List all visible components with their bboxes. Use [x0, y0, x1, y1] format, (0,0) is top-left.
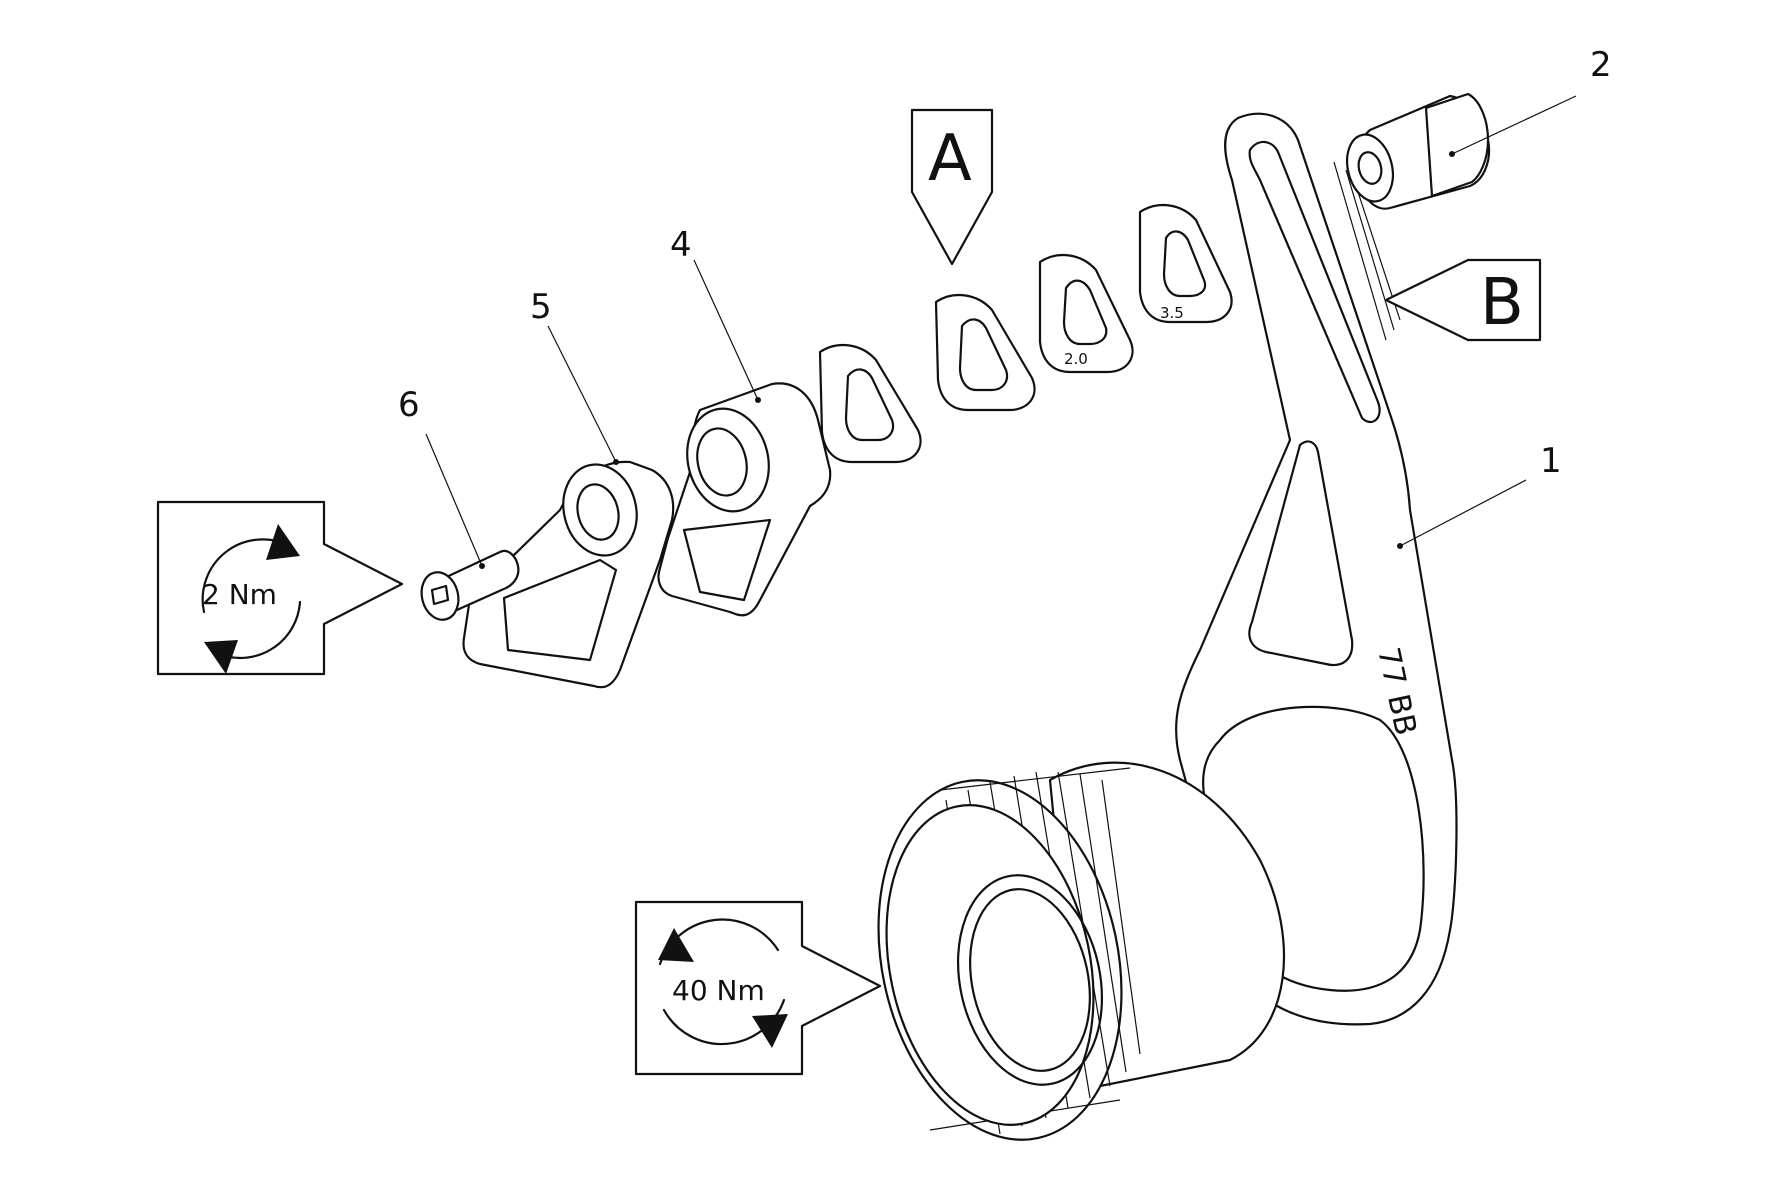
- part-shim-4: 3.5: [1138, 204, 1233, 324]
- part-label-4: 4: [670, 225, 692, 265]
- part-shim-2: [934, 294, 1036, 412]
- part-bushing: [1346, 92, 1491, 210]
- leader-dot-6: [479, 563, 485, 569]
- part-knob-nut: [877, 761, 1286, 1141]
- leader-dot-4: [755, 397, 761, 403]
- torque-arrow-icon: [204, 640, 238, 674]
- part-clamp-block: [657, 382, 832, 617]
- leader-lines: [425, 95, 1577, 569]
- part-label-5: 5: [530, 287, 552, 327]
- shim-thickness-label-2-0: 2.0: [1064, 350, 1088, 368]
- part-shim-3: 2.0: [1038, 254, 1134, 374]
- view-marker-a-label: A: [928, 122, 972, 196]
- leader-dot-1: [1397, 543, 1403, 549]
- torque-callout-small: 2 Nm: [156, 500, 404, 676]
- view-marker-b: B: [1384, 258, 1542, 342]
- view-marker-b-label: B: [1480, 266, 1524, 340]
- part-hanger-plate: [1174, 112, 1458, 1026]
- torque-callout-large: 40 Nm: [634, 900, 882, 1076]
- torque-value-small: 2 Nm: [202, 578, 277, 611]
- part-lever: [462, 460, 675, 689]
- torque-arrow-icon: [658, 928, 694, 962]
- part-label-1: 1: [1540, 441, 1562, 481]
- part-label-2: 2: [1590, 45, 1612, 85]
- leader-dot-5: [613, 459, 619, 465]
- torque-arrow-icon: [266, 524, 300, 560]
- torque-value-large: 40 Nm: [672, 974, 765, 1007]
- torque-arrow-icon: [752, 1014, 788, 1048]
- view-marker-a: A: [910, 108, 994, 266]
- leader-dot-2: [1449, 151, 1455, 157]
- part-shim-1: [818, 344, 922, 464]
- shim-thickness-label-3-5: 3.5: [1160, 304, 1184, 322]
- part-label-6: 6: [398, 385, 420, 425]
- part-screw: [420, 549, 520, 621]
